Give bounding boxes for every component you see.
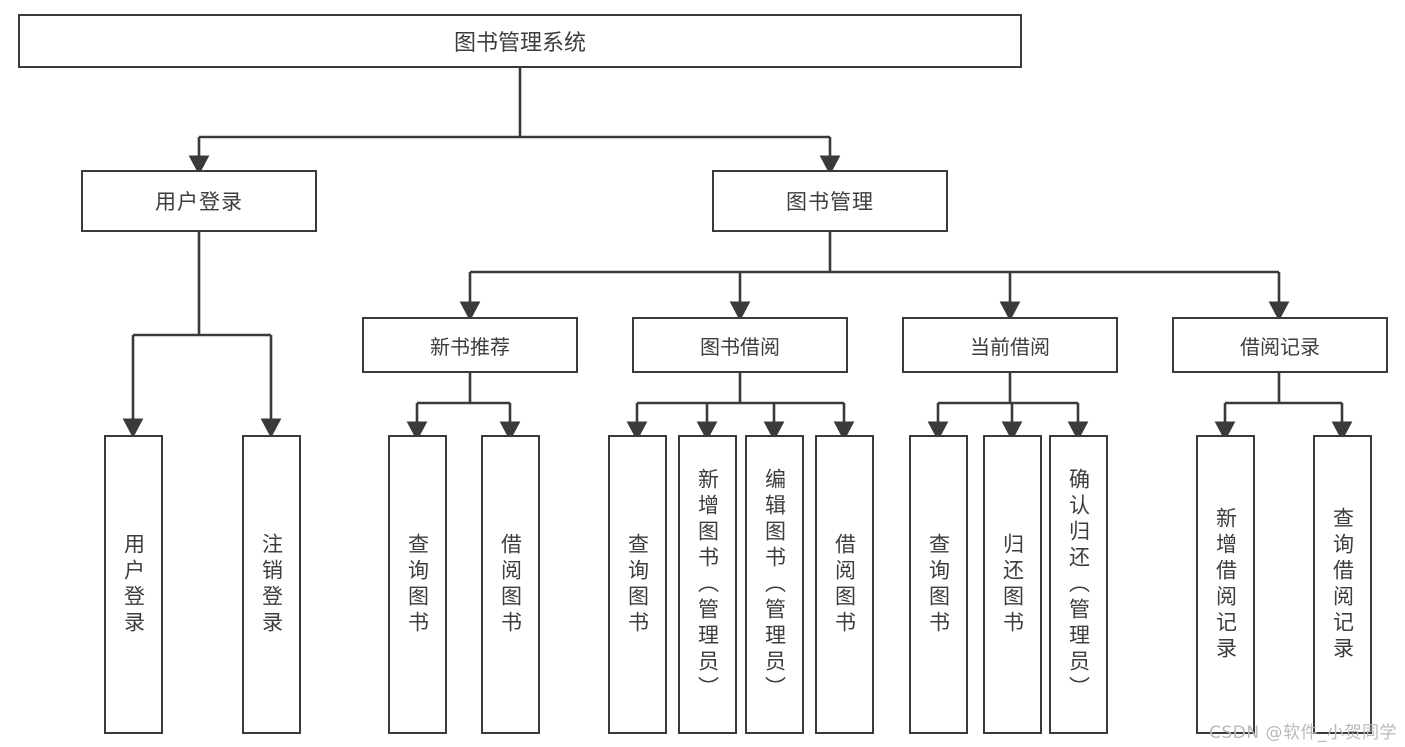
leaf-user-login[interactable]: 用户登录 — [104, 435, 163, 734]
node-user-login[interactable]: 用户登录 — [81, 170, 317, 232]
leaf-query-book-current-label: 查询图书 — [926, 532, 951, 637]
node-book-borrow-label: 图书借阅 — [700, 334, 780, 359]
leaf-borrow-book-new-label: 借阅图书 — [498, 532, 523, 637]
leaf-edit-book-admin-label: 编辑图书（管理员） — [762, 467, 787, 702]
leaf-query-book-new[interactable]: 查询图书 — [388, 435, 447, 734]
leaf-logout[interactable]: 注销登录 — [242, 435, 301, 734]
leaf-add-book-admin[interactable]: 新增图书（管理员） — [678, 435, 737, 734]
node-current-borrow-label: 当前借阅 — [970, 334, 1050, 359]
node-root-label: 图书管理系统 — [453, 31, 586, 56]
leaf-return-book[interactable]: 归还图书 — [983, 435, 1042, 734]
leaf-user-login-label: 用户登录 — [121, 532, 146, 637]
node-book-management-label: 图书管理 — [786, 190, 874, 214]
leaf-confirm-return-admin-label: 确认归还（管理员） — [1066, 467, 1091, 702]
leaf-logout-label: 注销登录 — [259, 532, 284, 637]
node-borrow-record-label: 借阅记录 — [1240, 334, 1320, 359]
leaf-add-borrow-record-label: 新增借阅记录 — [1213, 506, 1238, 663]
leaf-edit-book-admin[interactable]: 编辑图书（管理员） — [745, 435, 804, 734]
watermark: CSDN @软件_小贺同学 — [1209, 723, 1397, 743]
leaf-borrow-book-label: 借阅图书 — [832, 532, 857, 637]
leaf-query-book-current[interactable]: 查询图书 — [909, 435, 968, 734]
leaf-borrow-book[interactable]: 借阅图书 — [815, 435, 874, 734]
leaf-borrow-book-new[interactable]: 借阅图书 — [481, 435, 540, 734]
node-book-borrow[interactable]: 图书借阅 — [632, 317, 848, 373]
node-current-borrow[interactable]: 当前借阅 — [902, 317, 1118, 373]
leaf-return-book-label: 归还图书 — [1000, 532, 1025, 637]
node-new-book-recommend-label: 新书推荐 — [430, 334, 510, 359]
leaf-query-borrow-record-label: 查询借阅记录 — [1330, 506, 1355, 663]
node-user-login-label: 用户登录 — [155, 190, 243, 214]
leaf-confirm-return-admin[interactable]: 确认归还（管理员） — [1049, 435, 1108, 734]
node-borrow-record[interactable]: 借阅记录 — [1172, 317, 1388, 373]
leaf-query-book-borrow[interactable]: 查询图书 — [608, 435, 667, 734]
leaf-add-borrow-record[interactable]: 新增借阅记录 — [1196, 435, 1255, 734]
node-book-management[interactable]: 图书管理 — [712, 170, 948, 232]
leaf-query-book-borrow-label: 查询图书 — [625, 532, 650, 637]
leaf-add-book-admin-label: 新增图书（管理员） — [695, 467, 720, 702]
node-new-book-recommend[interactable]: 新书推荐 — [362, 317, 578, 373]
node-root[interactable]: 图书管理系统 — [18, 14, 1022, 68]
leaf-query-borrow-record[interactable]: 查询借阅记录 — [1313, 435, 1372, 734]
leaf-query-book-new-label: 查询图书 — [405, 532, 430, 637]
